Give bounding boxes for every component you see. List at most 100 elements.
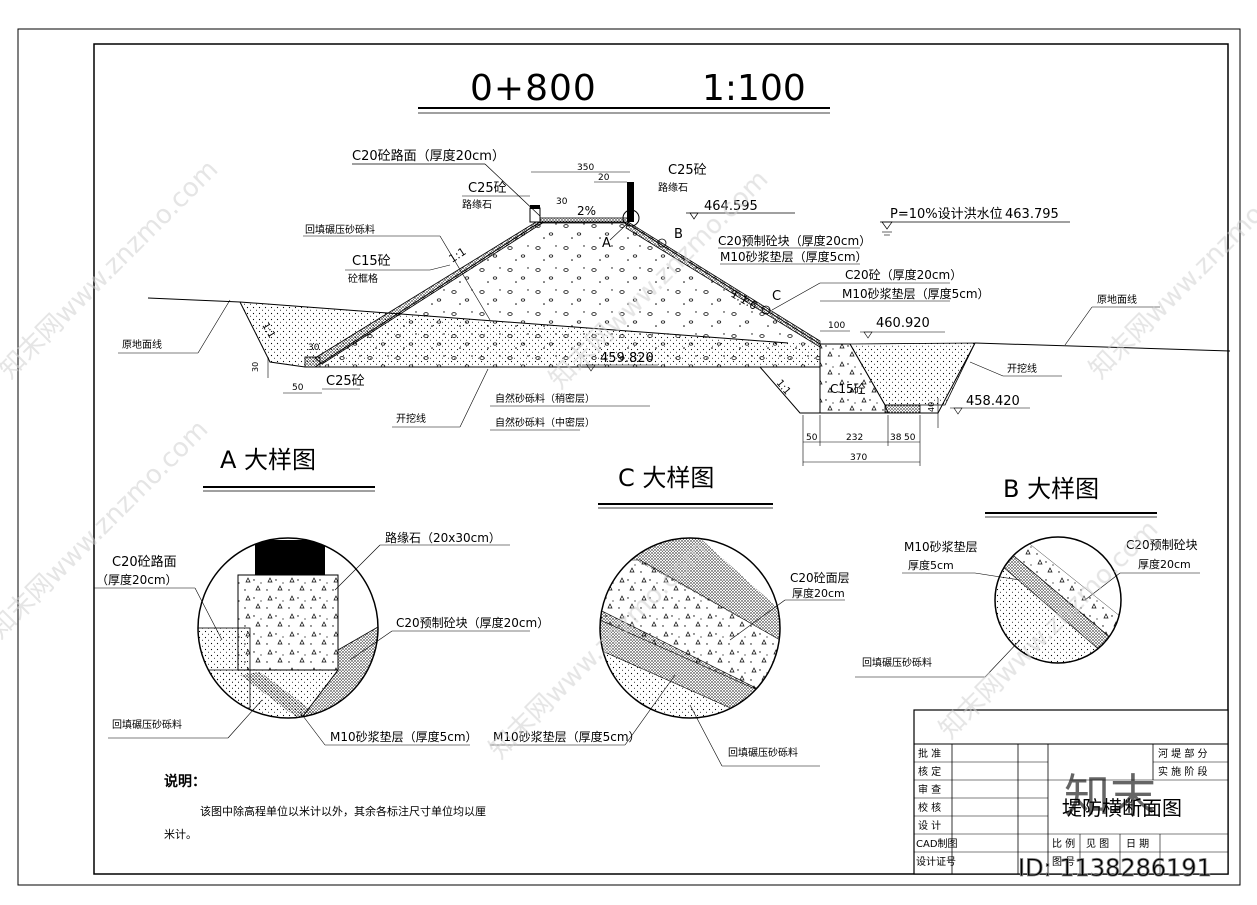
detail-a-curb bbox=[237, 574, 339, 671]
detail-b-backfill bbox=[995, 560, 1121, 663]
dim-50b: 50 bbox=[904, 433, 916, 443]
title-block: 批 准 核 定 审 查 校 核 设 计 CAD制图 设计证号 河 堤 部 分 实… bbox=[913, 709, 1229, 875]
watermark-logo: 知末 bbox=[1064, 769, 1156, 823]
dim-100: 100 bbox=[828, 321, 845, 331]
tb-row-5: 设 计 bbox=[918, 819, 941, 832]
detail-c-title: C 大样图 bbox=[618, 464, 714, 492]
detail-b-block-label: C20预制砼块 bbox=[1126, 538, 1198, 552]
grid-material: C15砼 bbox=[352, 254, 391, 269]
curb-left-grade: C25砼 bbox=[468, 181, 507, 196]
detail-c-marker bbox=[761, 305, 771, 315]
station-title: 0+800 bbox=[470, 68, 597, 109]
original-ground-left: 原地面线 bbox=[122, 338, 162, 351]
crest-elevation: 464.595 bbox=[704, 199, 758, 214]
detail-b-title: B 大样图 bbox=[1003, 475, 1099, 503]
excavation-outline bbox=[239, 301, 976, 414]
crest-elev-triangle bbox=[689, 212, 699, 220]
tb-drawing-no-label: 图 号 bbox=[1052, 856, 1075, 868]
detail-a-title: A 大样图 bbox=[220, 446, 316, 474]
detail-a-pavement-thk: （厚度20cm） bbox=[96, 572, 178, 587]
watermark-id: ID: 1138286191 bbox=[1018, 854, 1212, 882]
left-toe-block bbox=[304, 356, 321, 368]
toe-footing bbox=[884, 404, 921, 414]
point-c: C bbox=[772, 289, 781, 304]
detail-c-mortar-label: M10砂浆垫层（厚度5cm） bbox=[493, 729, 641, 744]
tb-drawing-name: 堤防横断面图 bbox=[1062, 796, 1182, 820]
detail-c-circle bbox=[599, 537, 781, 719]
detail-a: A 大样图 路缘石（20x30cm） C20砼路面 （厚度20cm） C20预制… bbox=[94, 446, 549, 746]
detail-b-mortar-leader bbox=[974, 572, 1021, 581]
crest-pavement bbox=[539, 217, 629, 224]
dim-50-toe: 50 bbox=[292, 383, 304, 393]
detail-b-marker bbox=[657, 238, 667, 248]
tb-scale-value: 见 图 bbox=[1086, 838, 1109, 850]
detail-a-backfill-leader bbox=[227, 699, 263, 739]
detail-a-curb-top bbox=[255, 540, 325, 575]
tb-row-2: 核 定 bbox=[918, 765, 941, 778]
flood-label: P=10%设计洪水位 bbox=[890, 207, 1003, 222]
dim-38: 38 bbox=[890, 433, 902, 443]
original-ground-line-right bbox=[974, 342, 1231, 352]
tb-date-label: 日 期 bbox=[1126, 838, 1149, 850]
base-elev-triangle bbox=[586, 364, 596, 372]
curb-left-name: 路缘石 bbox=[462, 198, 492, 211]
tb-row-7: 设计证号 bbox=[916, 855, 956, 868]
toe-wall-material: C15砼 bbox=[830, 382, 866, 396]
excavation-right: 开挖线 bbox=[1007, 362, 1037, 375]
detail-c-backfill-leader bbox=[689, 704, 723, 767]
detail-b-mortar-thk: 厚度5cm bbox=[908, 558, 954, 572]
toe-material: C25砼 bbox=[326, 374, 365, 389]
detail-a-block-leader bbox=[349, 630, 393, 661]
slope-percent: 2% bbox=[577, 204, 596, 218]
watermark-text-3: 知末网www.znzmo.com bbox=[1084, 154, 1257, 385]
tb-dept: 河 堤 部 分 bbox=[1158, 747, 1208, 760]
ratio-11-right: 1:1 bbox=[774, 378, 793, 397]
toe-bottom-triangle bbox=[953, 407, 963, 415]
backfill-leader bbox=[439, 235, 491, 321]
detail-b-backfill-label: 回填碾压砂砾料 bbox=[862, 656, 932, 669]
detail-c-c20-label: C20砼面层 bbox=[790, 571, 850, 585]
detail-b-top bbox=[1025, 540, 1121, 620]
excavation-left-leader bbox=[459, 368, 489, 428]
natural-gravel-2: 自然砂砾料（中密层） bbox=[495, 416, 595, 429]
notes: 说明： 该图中除高程单位以米计以外，其余各标注尺寸单位均以厘 米计。 bbox=[164, 773, 486, 841]
mortar-label: M10砂浆垫层（厚度5cm） bbox=[720, 249, 868, 264]
detail-a-pavement-label: C20砼路面 bbox=[112, 554, 177, 570]
curb-right-grade: C25砼 bbox=[668, 163, 707, 178]
flood-triangle bbox=[881, 221, 893, 230]
base-elevation: 459.820 bbox=[600, 351, 654, 366]
outer-border bbox=[17, 28, 1241, 886]
mortar2-label: M10砂浆垫层（厚度5cm） bbox=[842, 286, 990, 301]
detail-a-curb-label: 路缘石（20x30cm） bbox=[385, 530, 501, 545]
natural-gravel-1: 自然砂砾料（稍密层） bbox=[495, 392, 595, 405]
dim-30-top: 30 bbox=[556, 197, 568, 207]
tb-row-6: CAD制图 bbox=[916, 837, 958, 850]
watermark-text-1: 知末网www.znzmo.com bbox=[0, 154, 224, 385]
point-b: B bbox=[674, 227, 683, 242]
dim-20: 20 bbox=[598, 173, 610, 183]
toe-top-triangle bbox=[863, 331, 873, 339]
detail-a-mortar-label: M10砂浆垫层（厚度5cm） bbox=[330, 729, 478, 744]
watermark-text-4: 知末网www.znzmo.com bbox=[0, 414, 214, 645]
point-a-leader bbox=[609, 223, 628, 241]
dim-30-toe: 30 bbox=[308, 343, 320, 353]
detail-a-backfill-label: 回填碾压砂砾料 bbox=[112, 718, 182, 731]
dim-30-side: 30 bbox=[251, 362, 260, 372]
detail-a-circle bbox=[197, 537, 379, 719]
dim-350: 350 bbox=[577, 163, 594, 173]
detail-b: B 大样图 M10砂浆垫层 厚度5cm C20预制砼块 厚度20cm 回填碾压砂… bbox=[855, 475, 1200, 678]
right-fill bbox=[849, 342, 976, 406]
excavation-left: 开挖线 bbox=[396, 412, 426, 425]
dim-232: 232 bbox=[846, 433, 863, 443]
scale-title: 1:100 bbox=[702, 68, 806, 109]
road-surface-leader-2 bbox=[484, 163, 541, 217]
c20-top-label: C20砼（厚度20cm） bbox=[845, 267, 962, 282]
notes-line-1: 该图中除高程单位以米计以外，其余各标注尺寸单位均以厘 bbox=[200, 804, 486, 818]
road-surface-label: C20砼路面（厚度20cm） bbox=[352, 148, 505, 164]
cross-section: C20砼路面（厚度20cm） 350 20 C25砼 路缘石 30 2% C25… bbox=[118, 148, 1231, 466]
detail-b-block-leader bbox=[1084, 572, 1121, 601]
detail-b-mortar-label: M10砂浆垫层 bbox=[904, 539, 978, 554]
detail-a-mortar bbox=[240, 672, 325, 718]
grid-name: 砼框格 bbox=[348, 272, 378, 285]
notes-heading: 说明： bbox=[164, 773, 206, 790]
